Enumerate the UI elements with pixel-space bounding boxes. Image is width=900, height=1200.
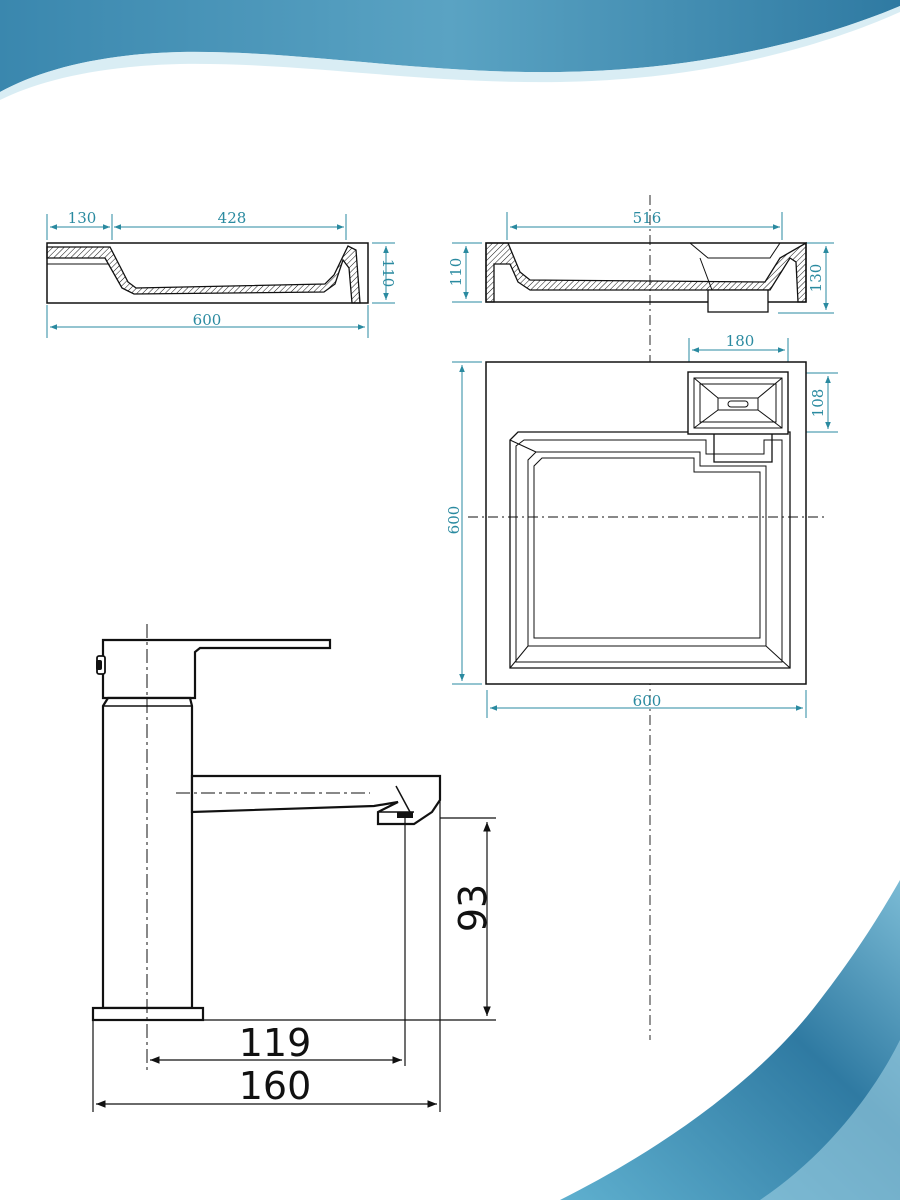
- basin-side-section: 130 428 110 600: [46, 209, 397, 338]
- dim-side-130: 130: [68, 209, 97, 227]
- basin-front-section: 516 110 130: [447, 195, 834, 1040]
- dim-front-110: 110: [447, 258, 465, 287]
- dim-faucet-93: 93: [451, 884, 495, 932]
- dim-side-600: 600: [193, 311, 222, 329]
- top-wave: [0, 0, 900, 92]
- basin-plan-view: 180 108 600 600: [445, 332, 838, 718]
- dim-front-130: 130: [807, 264, 825, 293]
- faucet-side-view: 93 119 160: [91, 624, 496, 1112]
- dim-front-516: 516: [633, 209, 662, 227]
- dim-side-110: 110: [379, 259, 397, 288]
- dim-faucet-160: 160: [239, 1064, 312, 1108]
- dim-side-428: 428: [218, 209, 247, 227]
- bottom-wave: [560, 880, 900, 1200]
- dim-plan-600-width: 600: [633, 692, 662, 710]
- top-wave-highlight: [0, 6, 900, 100]
- bottom-wave-highlight: [760, 1040, 900, 1200]
- dim-plan-600-depth: 600: [445, 506, 463, 535]
- dim-plan-108: 108: [809, 389, 827, 418]
- dim-plan-180: 180: [726, 332, 755, 350]
- dim-faucet-119: 119: [239, 1021, 312, 1065]
